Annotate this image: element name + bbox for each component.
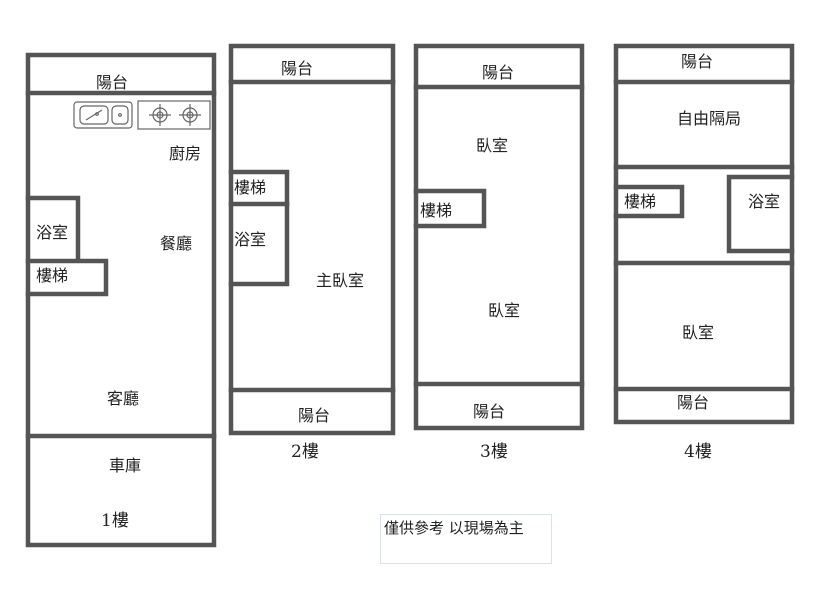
floor-label: 3樓 <box>480 442 508 462</box>
floor-label: 4樓 <box>684 442 712 462</box>
room-label: 陽台 <box>298 406 330 425</box>
room-label: 樓梯 <box>234 178 266 197</box>
floor-4-plan: 陽台 自由隔局 樓梯 浴室 臥室 陽台 4樓 <box>613 43 795 462</box>
floor-4-stairs-wall <box>613 184 685 219</box>
room-label: 臥室 <box>682 323 714 342</box>
room-label: 陽台 <box>482 63 514 82</box>
room-label: 陽台 <box>96 73 128 92</box>
floor-1-plan: 陽台 廚房 餐廳 浴室 樓梯 客廳 車庫 1樓 <box>25 52 217 548</box>
disclaimer-note: 僅供參考 以現場為主 <box>380 514 552 564</box>
room-label: 陽台 <box>681 52 713 71</box>
floor-1-outline <box>25 52 217 548</box>
room-label: 樓梯 <box>36 266 68 285</box>
room-label: 臥室 <box>488 301 520 320</box>
floor-label: 1樓 <box>101 511 129 531</box>
floor-label: 2樓 <box>291 442 319 462</box>
floor-2-stairs-bath-wall <box>228 169 290 287</box>
floor-1-stairs-wall <box>25 258 109 297</box>
room-label: 浴室 <box>748 192 780 211</box>
floor-3-plan: 陽台 臥室 樓梯 臥室 陽台 3樓 <box>413 43 585 462</box>
floor-1-bathroom-wall <box>25 195 81 260</box>
floor-3-stairs-wall <box>413 188 487 229</box>
floor-2-plan: 陽台 樓梯 浴室 主臥室 陽台 2樓 <box>228 43 396 462</box>
floor-4-bath-wall <box>726 174 795 254</box>
room-label: 陽台 <box>473 402 505 421</box>
room-label: 浴室 <box>234 230 266 249</box>
room-label: 車庫 <box>109 456 141 475</box>
floor-2-outline <box>228 43 396 436</box>
floor-4-outline <box>613 43 795 425</box>
room-label: 自由隔局 <box>677 109 741 128</box>
room-label: 廚房 <box>169 144 201 163</box>
sink-icon <box>73 101 133 129</box>
room-label: 餐廳 <box>160 234 192 253</box>
room-label: 樓梯 <box>420 201 452 220</box>
room-label: 陽台 <box>677 393 709 412</box>
room-label: 浴室 <box>36 223 68 242</box>
room-label: 陽台 <box>281 59 313 78</box>
floor-3-outline <box>413 43 585 431</box>
room-label: 樓梯 <box>624 192 656 211</box>
room-label: 客廳 <box>107 389 139 408</box>
room-label: 主臥室 <box>316 271 364 290</box>
room-label: 臥室 <box>476 136 508 155</box>
stove-burner-icon <box>137 100 211 130</box>
